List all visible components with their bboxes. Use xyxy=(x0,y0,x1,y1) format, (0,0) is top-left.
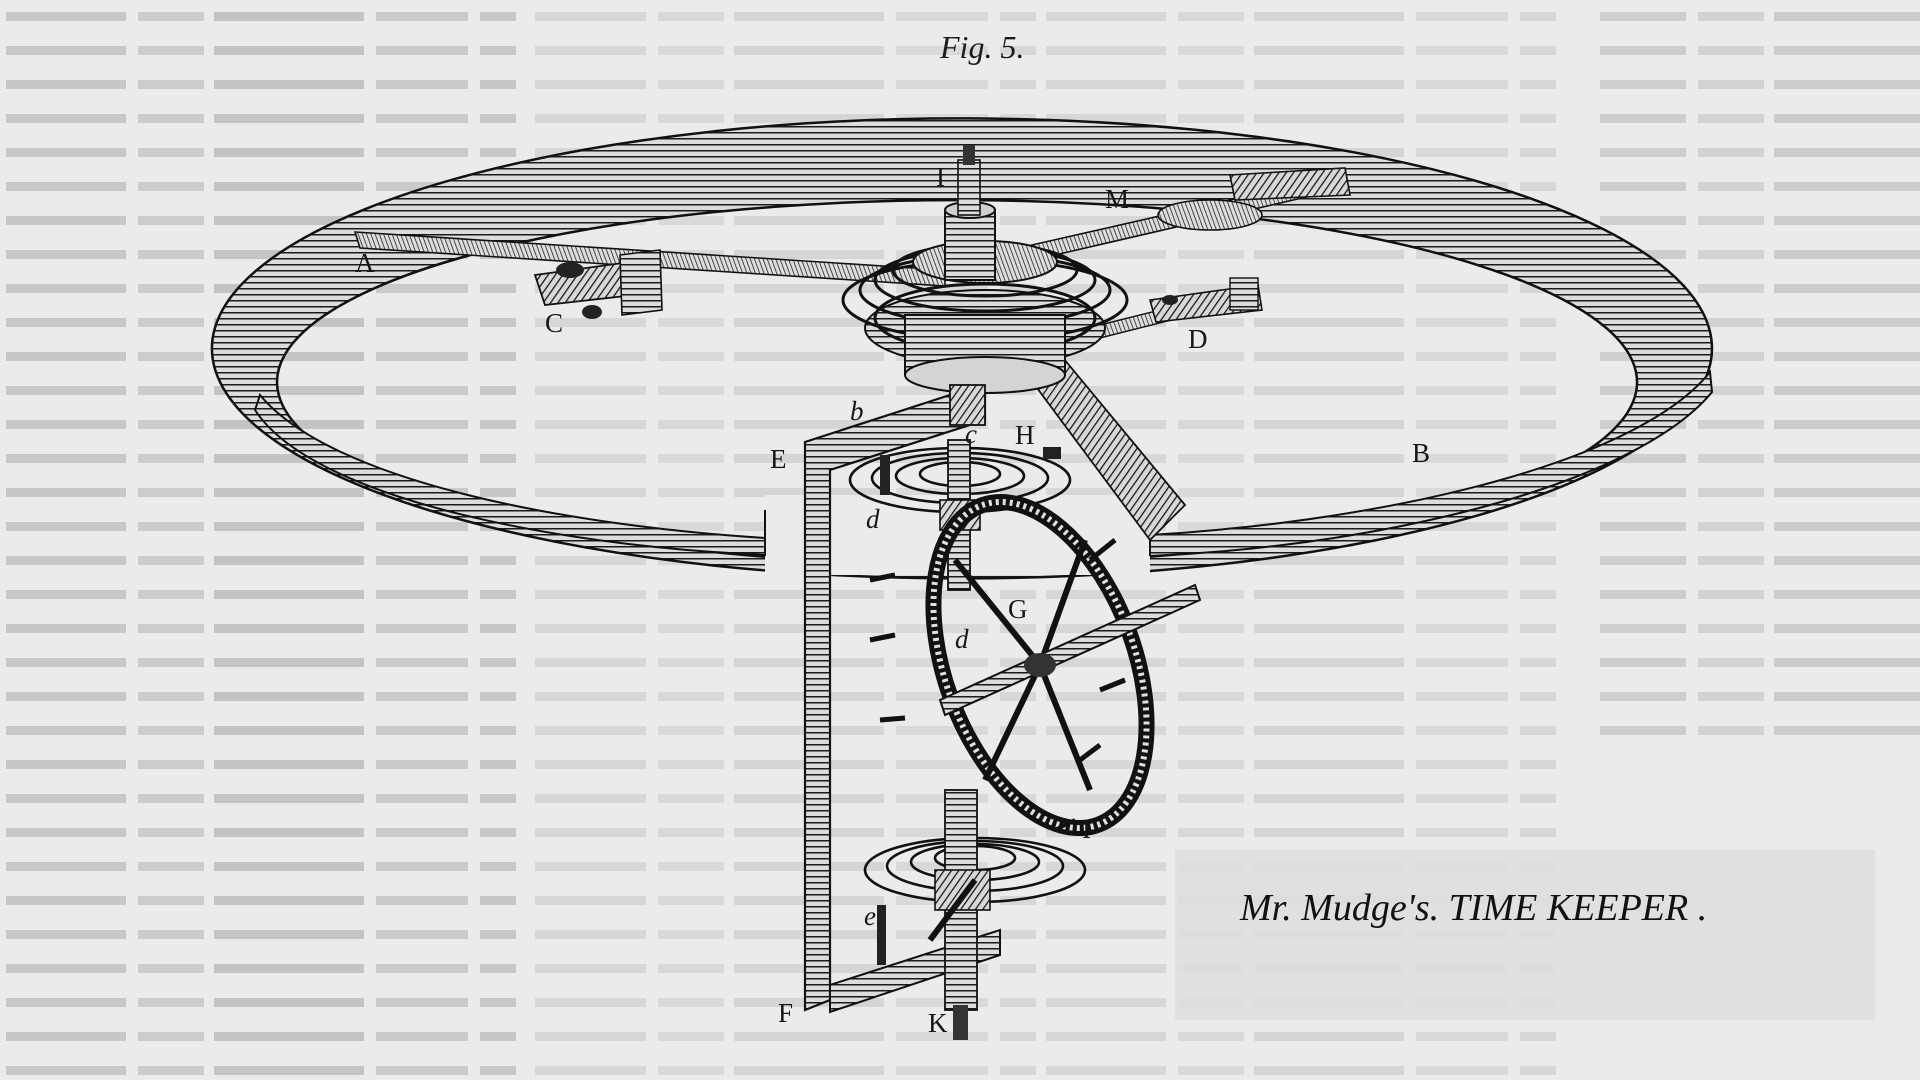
label-b-lower: b xyxy=(850,396,864,426)
label-d: D xyxy=(1188,324,1208,354)
label-k: K xyxy=(928,1008,948,1038)
escape-wheel xyxy=(869,493,1202,837)
label-b: B xyxy=(1412,438,1430,468)
figure-number: Fig. 5. xyxy=(939,29,1024,65)
label-c-lower: c xyxy=(965,419,977,449)
label-f: F xyxy=(778,998,793,1028)
label-e: E xyxy=(770,444,787,474)
label-h: H xyxy=(1015,420,1035,450)
plate-caption: Mr. Mudge's. TIME KEEPER . xyxy=(1239,887,1707,929)
weight-c xyxy=(533,249,663,319)
main-spring-assembly xyxy=(841,145,1129,394)
label-a: A xyxy=(355,248,375,278)
label-i-bottom: I xyxy=(1082,814,1091,844)
label-d-upper: d xyxy=(866,504,880,534)
label-e-lower: e xyxy=(864,901,876,931)
label-c: C xyxy=(545,308,563,338)
weight-d xyxy=(1148,277,1263,323)
part-labels: A B C D E F G H I I K M b c d d e xyxy=(355,162,1430,1038)
label-m: M xyxy=(1105,184,1129,214)
label-g: G xyxy=(1008,594,1028,624)
lower-hair-spring xyxy=(863,789,1087,1040)
label-i-top: I xyxy=(936,162,945,192)
label-d-lower: d xyxy=(955,624,969,654)
